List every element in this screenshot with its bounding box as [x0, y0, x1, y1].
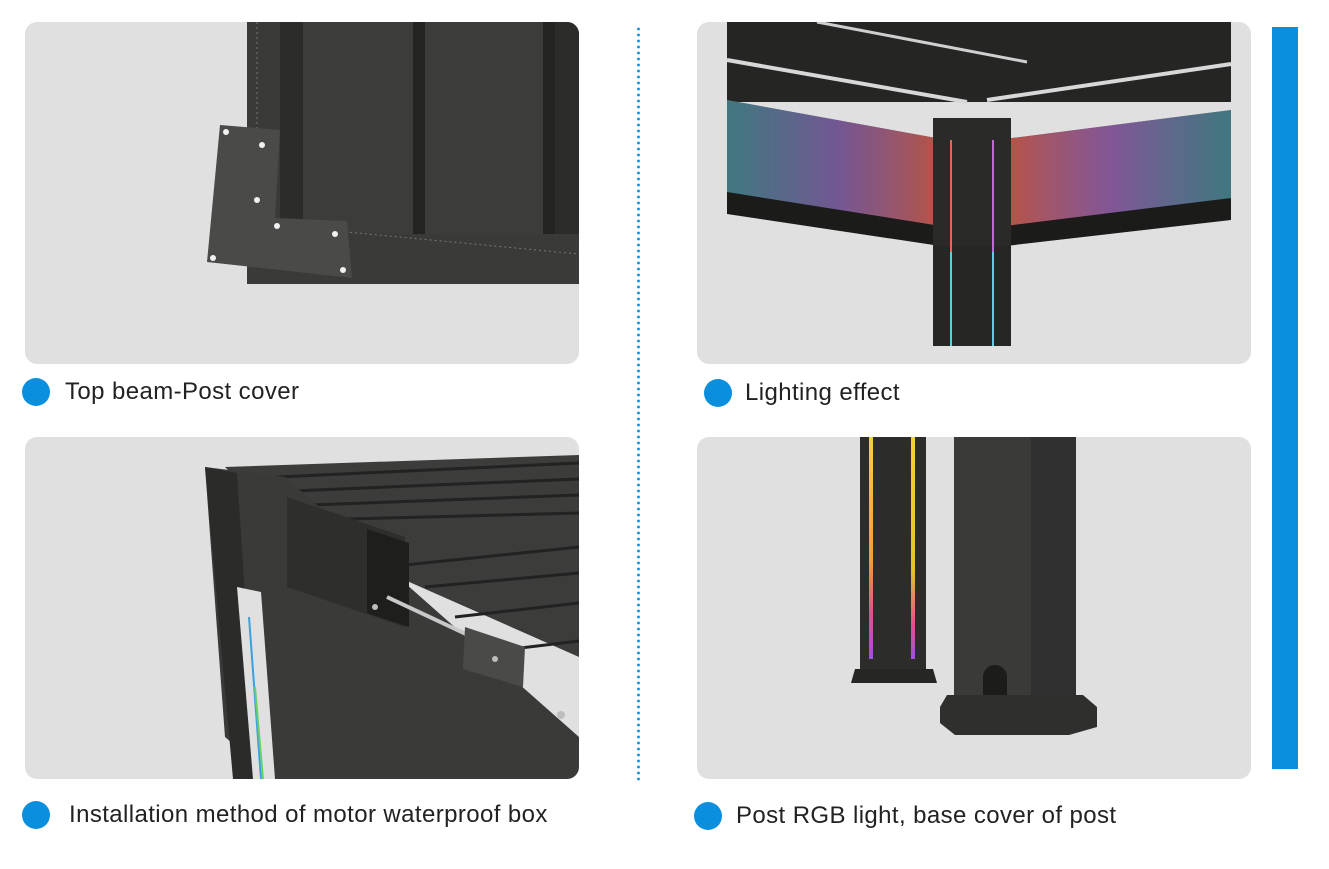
lighting-effect-illustration — [726, 22, 1232, 346]
caption-motor-waterproof-box: Installation method of motor waterproof … — [69, 801, 548, 828]
accent-side-bar — [1272, 27, 1298, 769]
caption-lighting-effect: Lighting effect — [745, 379, 901, 406]
dotted-divider — [637, 26, 640, 782]
top-beam-post-cover-image — [25, 22, 579, 364]
motor-waterproof-box-illustration — [205, 455, 579, 779]
motor-waterproof-box-image — [25, 437, 579, 779]
top-beam-post-cover-illustration — [207, 22, 579, 284]
blue-dot-icon — [22, 378, 50, 406]
blue-dot-icon — [22, 801, 50, 829]
blue-dot-icon — [704, 379, 732, 407]
blue-dot-icon — [694, 802, 722, 830]
post-rgb-light-image — [697, 437, 1251, 779]
caption-top-beam-post-cover: Top beam-Post cover — [65, 378, 300, 405]
caption-post-rgb-light: Post RGB light, base cover of post — [736, 802, 1117, 829]
post-rgb-light-illustration — [851, 437, 1097, 735]
lighting-effect-image — [697, 22, 1251, 364]
